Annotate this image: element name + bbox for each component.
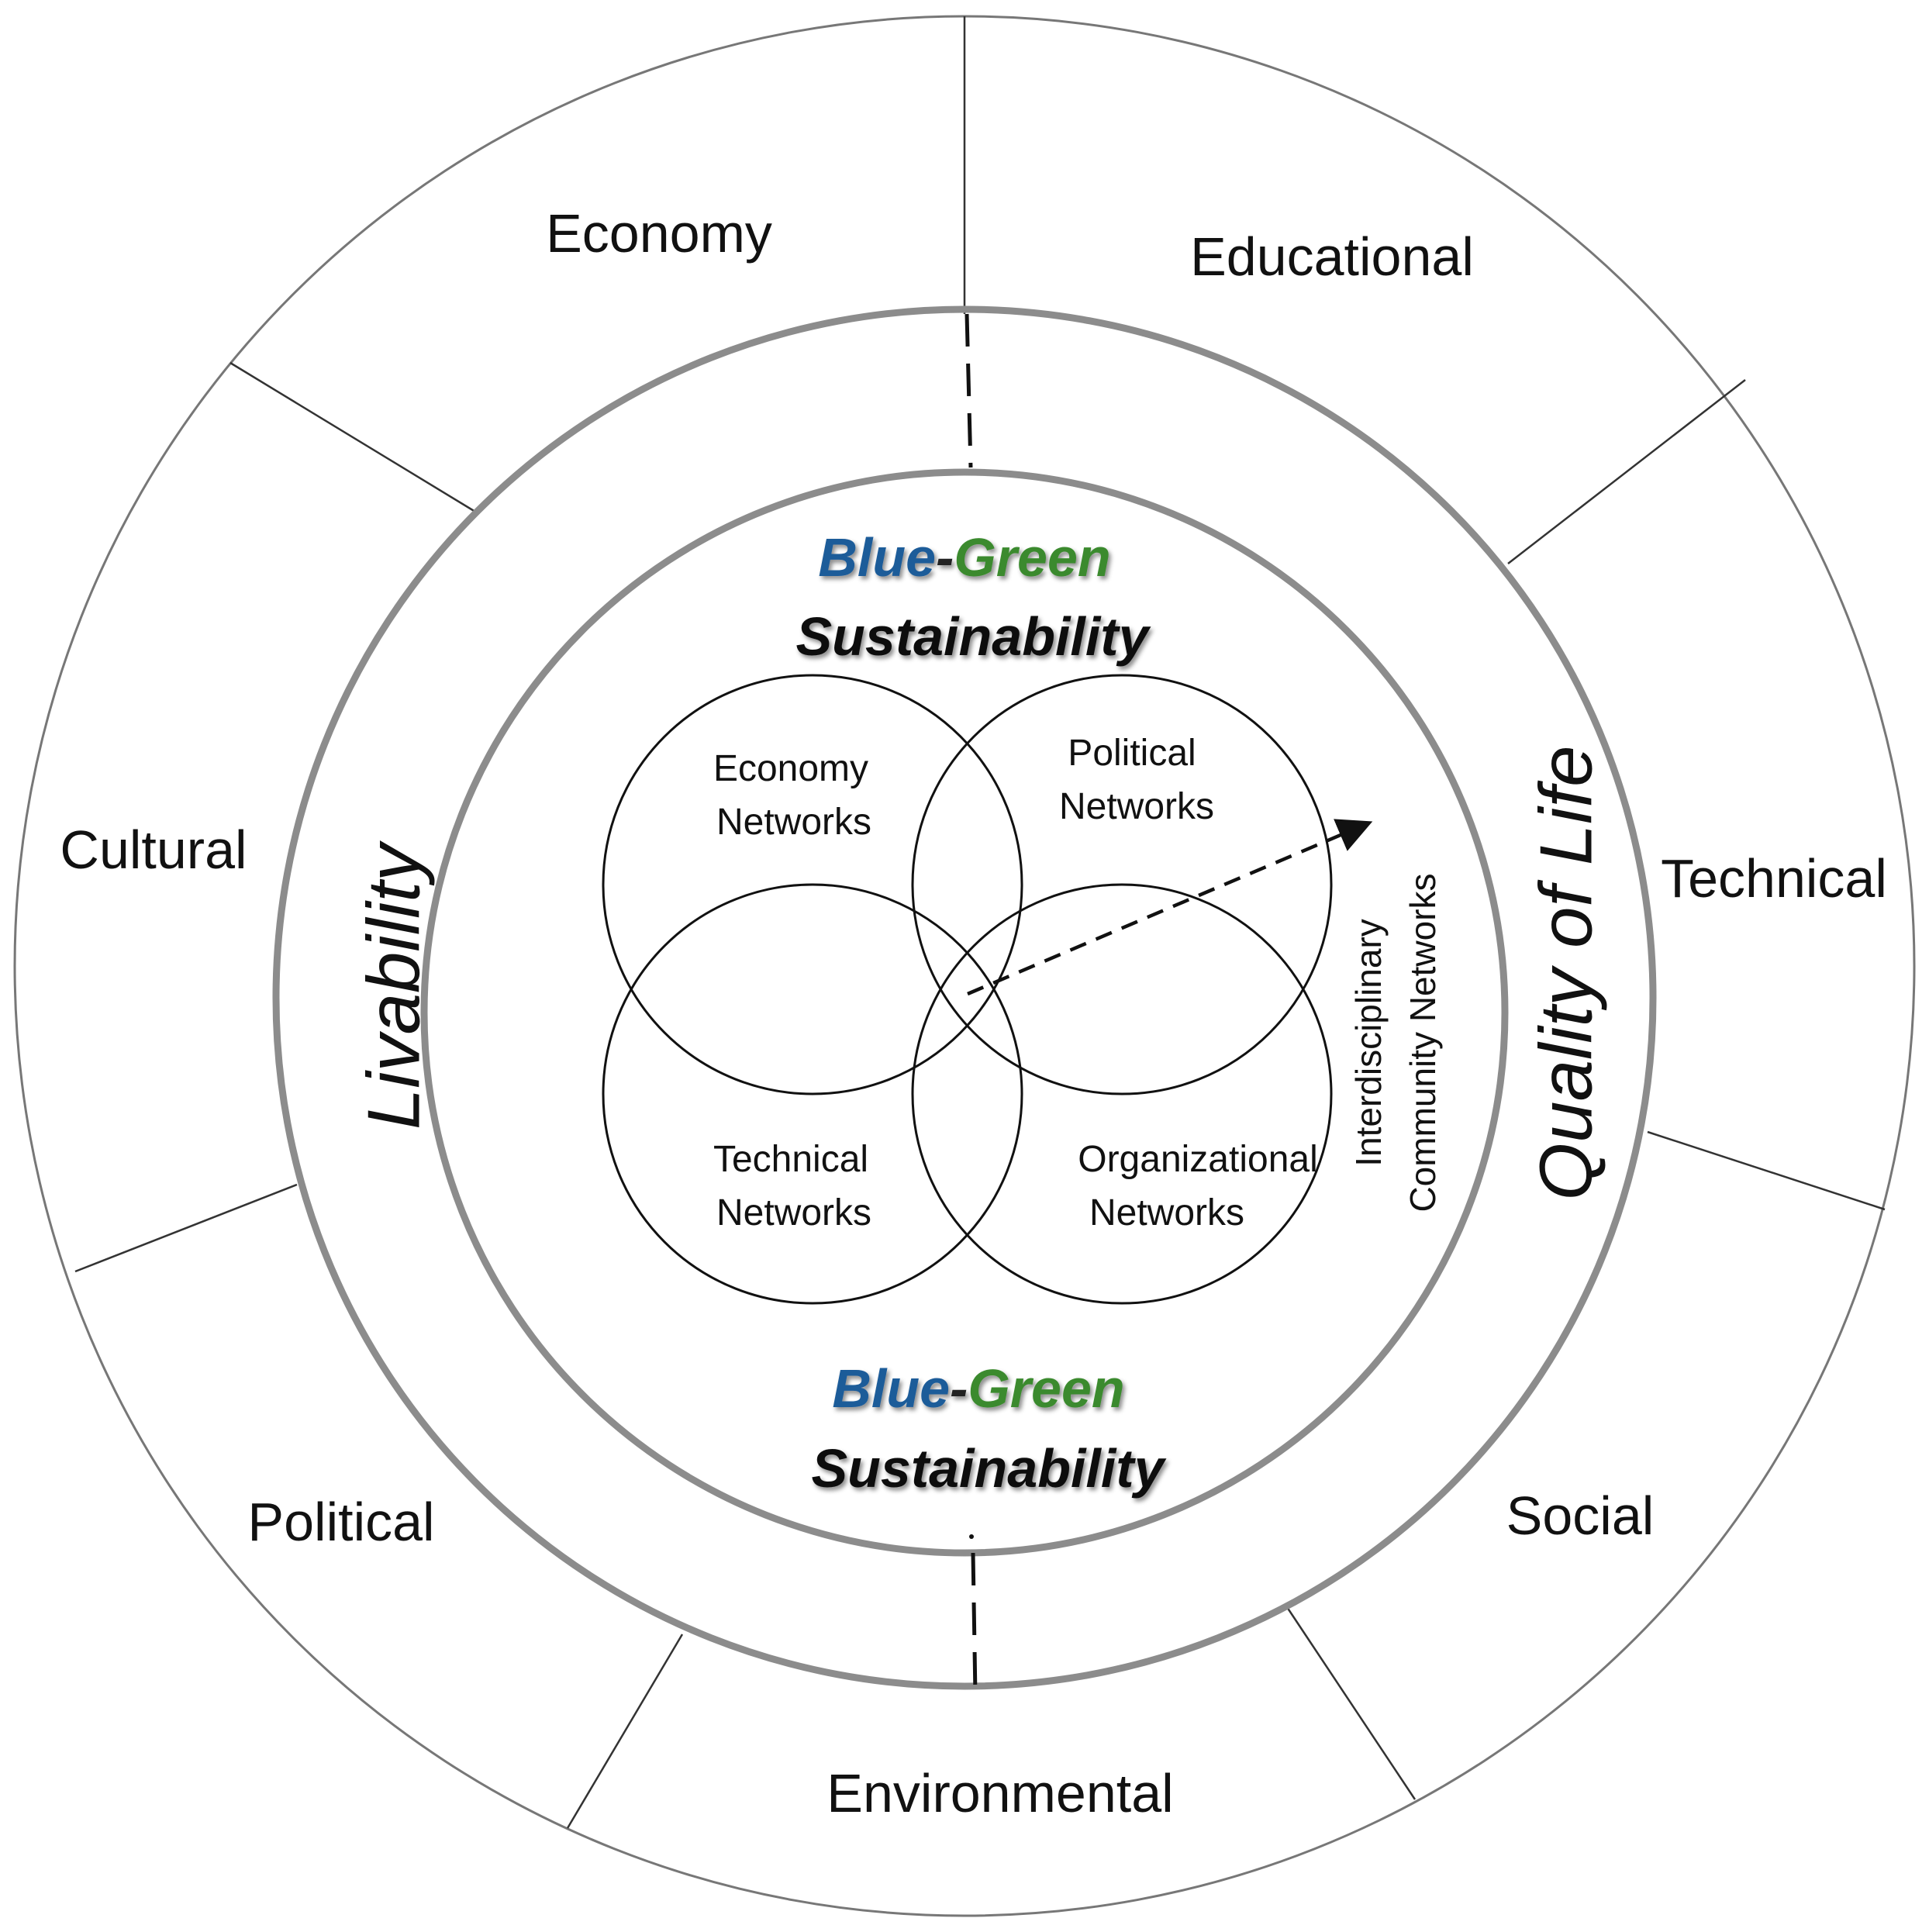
- divider-educational-technical: [1507, 379, 1746, 564]
- quality-of-life-label: Quality of Life: [1525, 746, 1608, 1201]
- sector-label-educational: Educational: [1190, 226, 1474, 287]
- sector-label-technical: Technical: [1661, 848, 1887, 909]
- sector-label-cultural: Cultural: [60, 819, 247, 880]
- bottom-dashed-connector: [971, 1552, 978, 1696]
- sustainability-label-top: Sustainability: [795, 606, 1151, 667]
- dashed-arrow: [967, 819, 1373, 996]
- organizational-networks-label-1: Organizational: [1078, 1139, 1318, 1180]
- economy-networks-label-1: Economy: [713, 748, 868, 789]
- network-venn: [602, 674, 1333, 1305]
- interdisciplinary-label: Interdisciplinary Community Networks: [1348, 873, 1443, 1212]
- political-networks-circle: [911, 674, 1333, 1095]
- outer-sector-labels: Economy Educational Technical Social Env…: [60, 203, 1887, 1823]
- technical-networks-label-1: Technical: [713, 1139, 868, 1180]
- divider-cultural-economy: [229, 361, 476, 513]
- bottom-connector-dot: [969, 1534, 974, 1539]
- inner-ring: [420, 468, 1509, 1557]
- economy-networks-circle: [602, 674, 1023, 1095]
- sustainability-heading-bottom: Blue-Green Sustainability: [811, 1358, 1166, 1499]
- organizational-networks-label-2: Networks: [1089, 1192, 1244, 1233]
- sector-label-economy: Economy: [546, 203, 772, 264]
- technical-networks-circle: [602, 883, 1023, 1305]
- organizational-networks-circle: [911, 883, 1333, 1305]
- middle-ring: [272, 305, 1657, 1690]
- blue-green-title-bottom: Blue-Green: [832, 1358, 1124, 1419]
- divider-environmental-political: [566, 1634, 684, 1829]
- sector-label-political: Political: [247, 1492, 434, 1552]
- economy-networks-label-2: Networks: [716, 802, 871, 843]
- interdisciplinary-label-line1: Interdisciplinary: [1348, 919, 1389, 1167]
- divider-technical-social: [1647, 1130, 1886, 1211]
- political-networks-label-2: Networks: [1059, 786, 1214, 827]
- sustainability-label-bottom: Sustainability: [811, 1438, 1166, 1499]
- top-dashed-connector: [964, 313, 973, 468]
- technical-networks-label-2: Networks: [716, 1192, 871, 1233]
- blue-green-title-top: Blue-Green: [818, 527, 1110, 588]
- divider-social-environmental: [1285, 1606, 1417, 1800]
- sector-label-environmental: Environmental: [826, 1763, 1173, 1823]
- political-networks-label-1: Political: [1068, 733, 1196, 774]
- network-labels: Economy Networks Political Networks Tech…: [713, 733, 1318, 1233]
- sector-label-social: Social: [1506, 1485, 1655, 1546]
- sector-dividers: [74, 16, 1886, 1829]
- interdisciplinary-label-line2: Community Networks: [1403, 873, 1443, 1212]
- livability-label: Livability: [353, 840, 436, 1130]
- sustainability-heading-top: Blue-Green Sustainability: [795, 527, 1151, 667]
- divider-political-cultural: [74, 1183, 298, 1273]
